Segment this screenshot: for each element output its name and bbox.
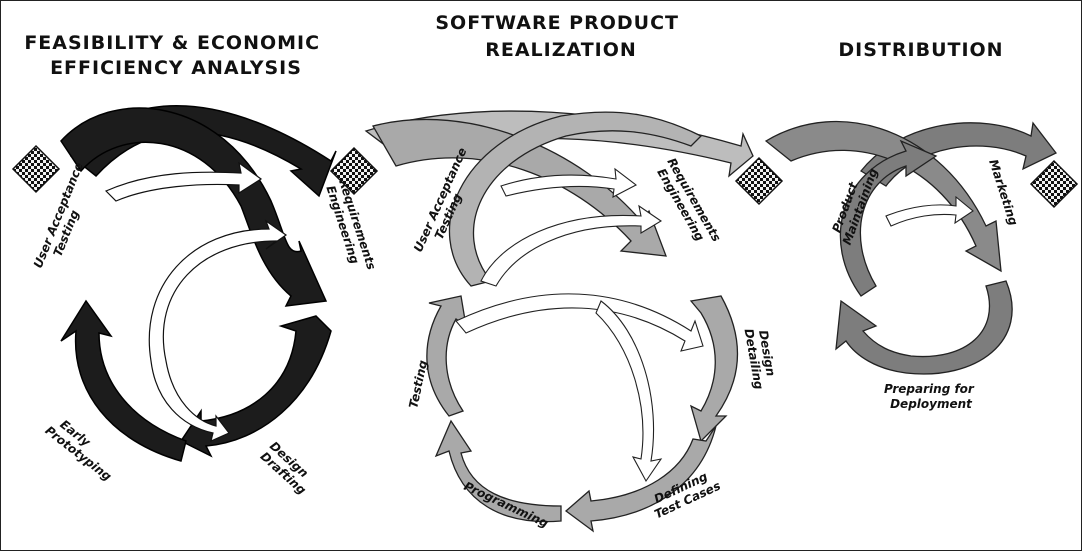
phase-1-cycle: User Acceptance Testing Requirements Eng… xyxy=(31,105,380,498)
checkered-diamond-gate-icon xyxy=(1029,159,1079,209)
arrow-inner-white-top xyxy=(104,161,263,202)
arrow-p2-testing xyxy=(426,295,467,417)
phase-3-title: DISTRIBUTION xyxy=(838,39,1003,61)
arrow-p3-left-loop xyxy=(839,139,938,297)
label-p2-requirements-engineering: Requirements Engineering xyxy=(652,156,725,255)
phase-3-cycle: Product Maintaining Marketing Preparing … xyxy=(764,120,1058,411)
arrow-inner-white-loop xyxy=(148,219,288,443)
arrow-p2-big-arc xyxy=(372,118,667,257)
arrow-design-to-early xyxy=(179,315,332,458)
arrow-p3-bottom xyxy=(835,280,1013,375)
label-p2-design-detailing: Design Detailing xyxy=(742,325,780,391)
phase-2-title: SOFTWARE PRODUCT REALIZATION xyxy=(435,12,686,61)
arrow-req-to-design xyxy=(60,107,328,307)
arrow-p3-big-arc xyxy=(764,120,1002,273)
arrow-p2-design-detailing xyxy=(689,295,738,443)
label-p2-testing: Testing xyxy=(406,358,430,409)
arrow-p2-inner-white-mid xyxy=(480,204,663,287)
arrow-p2-inner-white-down xyxy=(595,300,663,483)
arrow-p2-left-arc xyxy=(448,111,703,287)
label-p1-design-drafting: Design Drafting xyxy=(258,439,319,498)
arrow-p2-programming xyxy=(434,419,562,523)
label-p1-requirements-engineering: Requirements Engineering xyxy=(323,178,380,280)
arrow-p2-inner-white-top xyxy=(500,167,638,198)
arrow-early-to-uat xyxy=(60,299,187,462)
phase-2-cycle: User Acceptance Testing Requirements Eng… xyxy=(364,110,780,533)
arrow-p3-inner-white xyxy=(885,195,974,227)
checkered-diamond-gate-icon xyxy=(734,156,784,206)
arrow-p2-defining-test-cases xyxy=(564,425,717,533)
phase-1-title: FEASIBILITY & ECONOMIC EFFICIENCY ANALYS… xyxy=(24,32,327,79)
label-p3-preparing-for-deployment: Preparing for Deployment xyxy=(884,382,978,411)
checkered-diamond-gate-icon xyxy=(329,146,379,196)
arrow-p2-inner-white-loop xyxy=(455,293,704,352)
phase-gates xyxy=(11,144,1079,209)
label-p3-marketing: Marketing xyxy=(986,158,1021,228)
label-p3-product-maintaining: Product Maintaining xyxy=(827,161,881,247)
checkered-diamond-gate-icon xyxy=(11,144,61,194)
